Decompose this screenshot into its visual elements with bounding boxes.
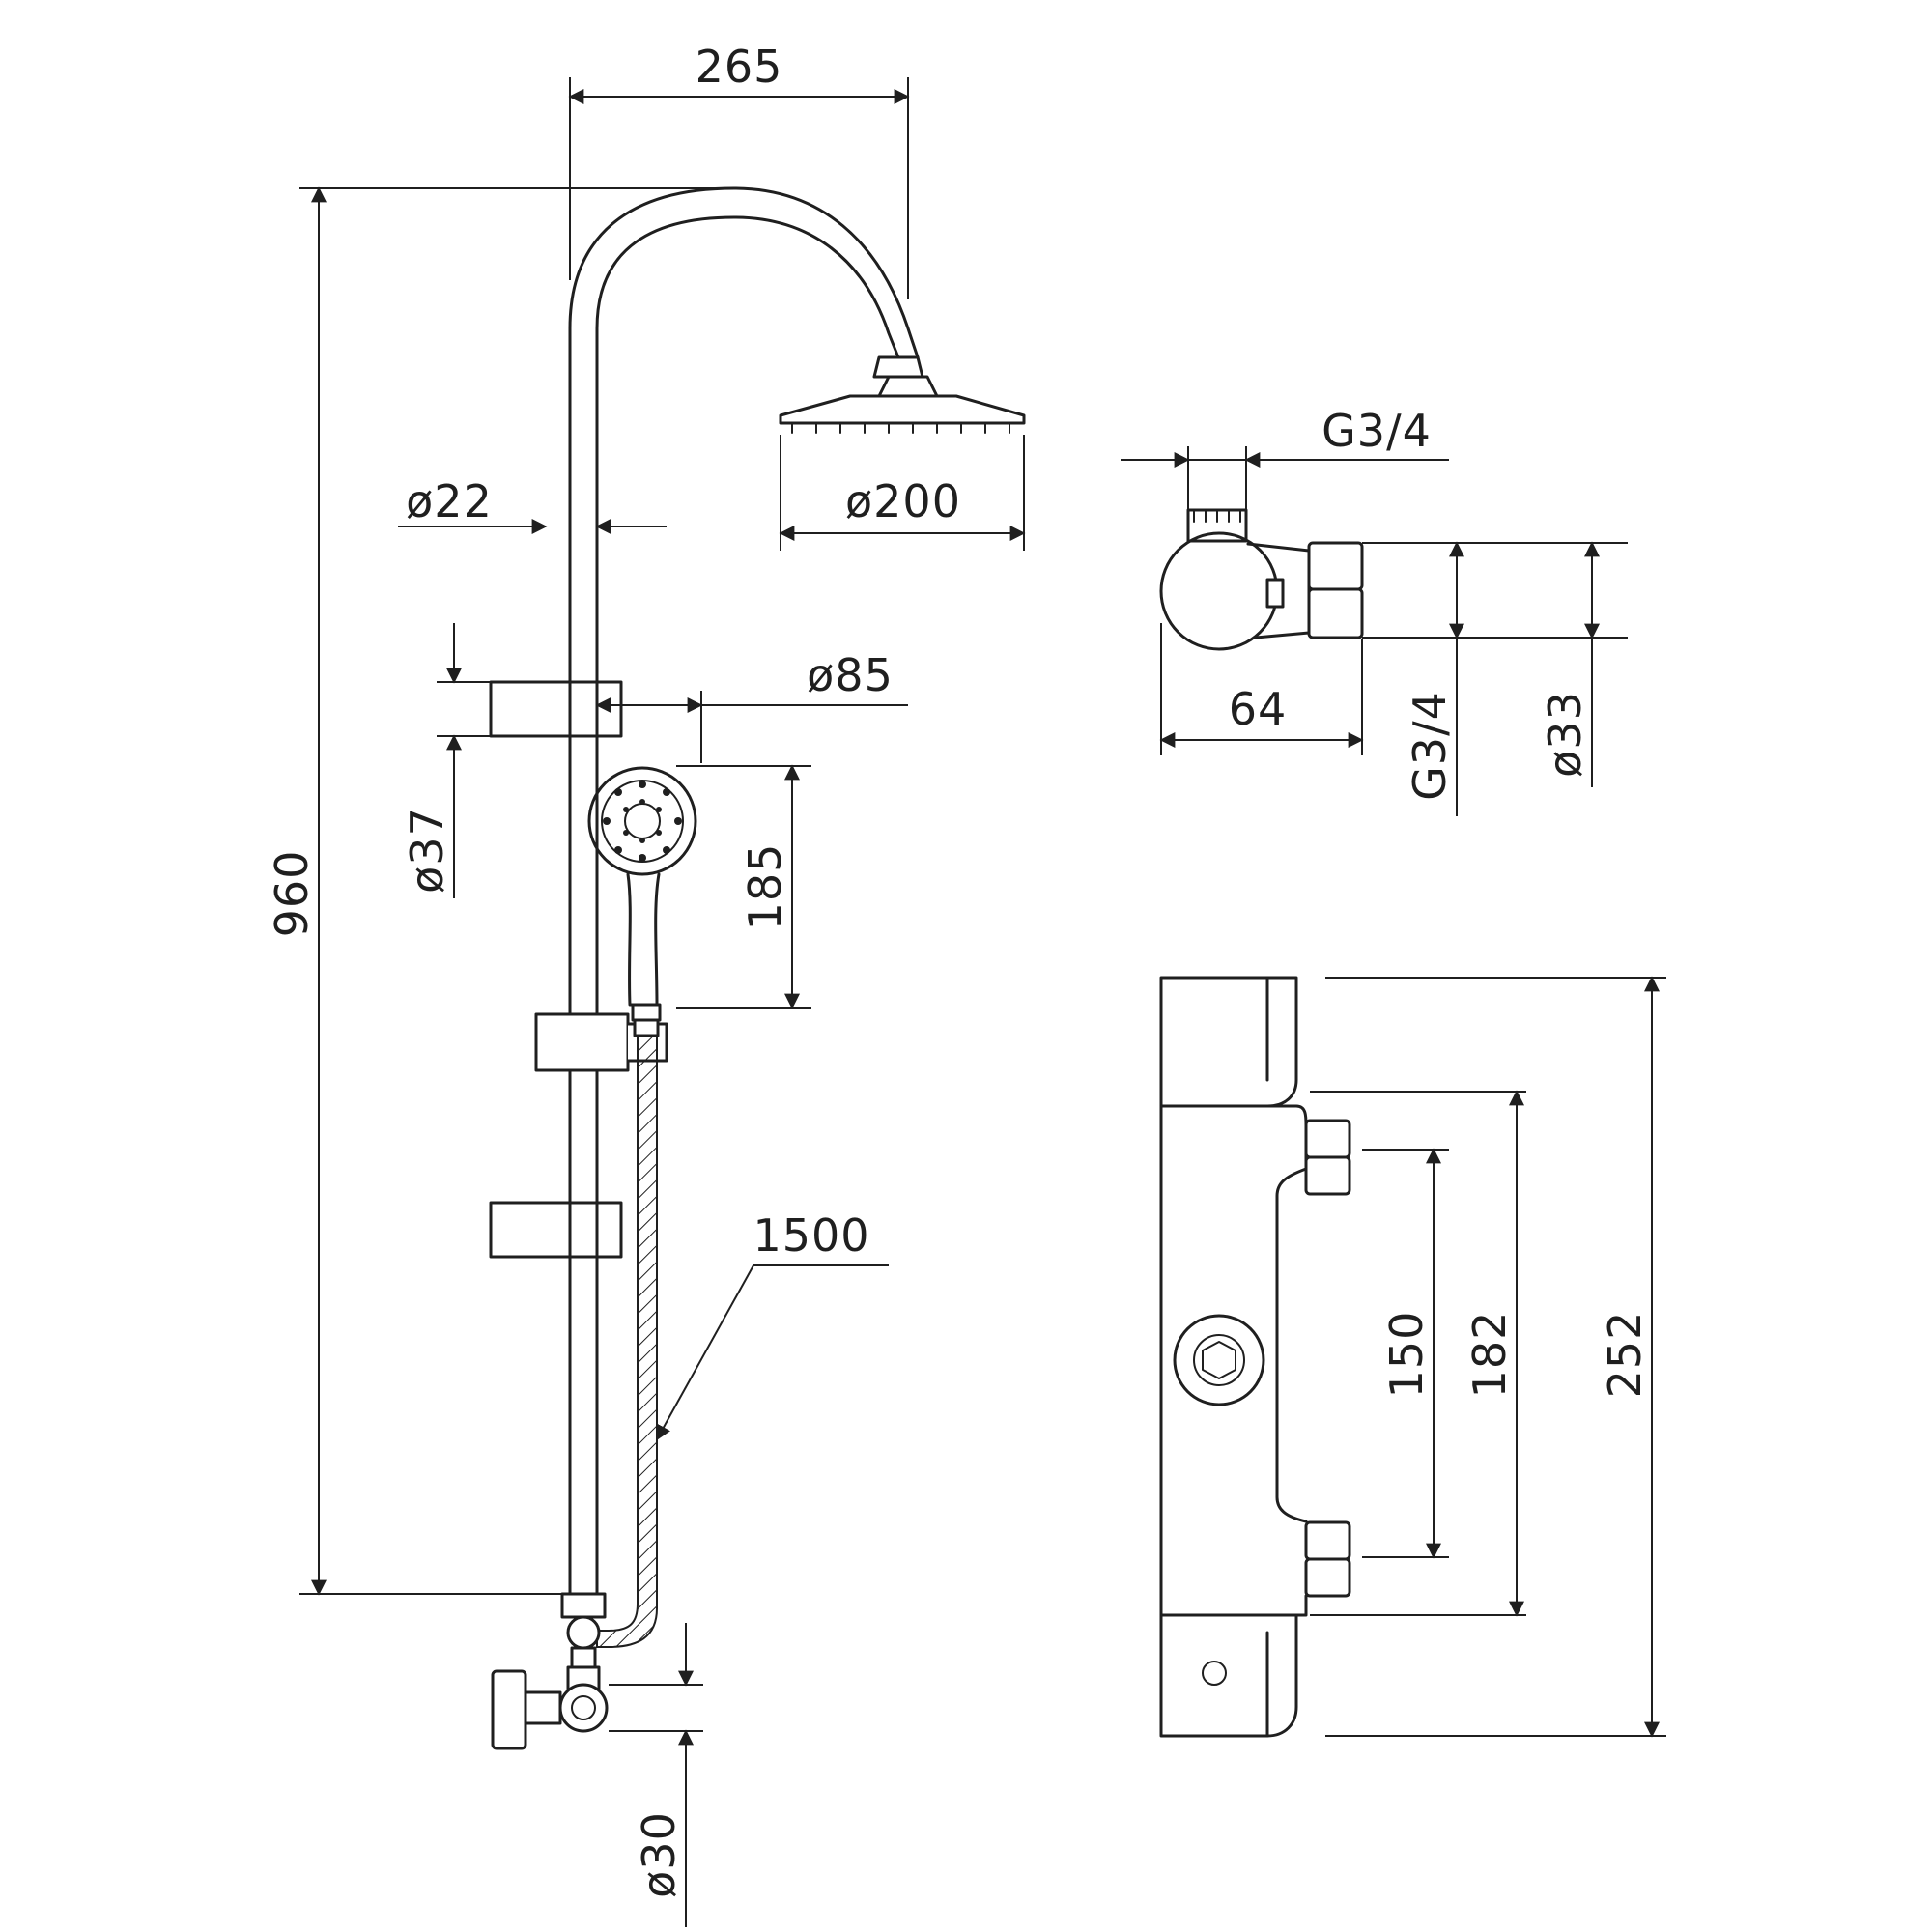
rain-shower-head bbox=[779, 394, 1026, 425]
side-nut-top bbox=[1307, 541, 1364, 591]
valve-side-view: G3/4 64 G3/4 ø33 bbox=[1121, 405, 1628, 816]
front-nut-bottom-1 bbox=[1304, 1520, 1351, 1561]
shower-hose bbox=[596, 1035, 658, 1648]
riser-pipe-inner bbox=[595, 215, 900, 1596]
top-thread bbox=[1186, 508, 1248, 543]
valve-body-circle bbox=[1159, 531, 1279, 651]
dim-182-label: 182 bbox=[1463, 1311, 1516, 1399]
bottom-nut bbox=[560, 1592, 607, 1619]
dim-phi85-label: ø85 bbox=[807, 649, 894, 701]
dim-phi200-label: ø200 bbox=[845, 475, 961, 527]
hand-shower-neck bbox=[631, 1003, 662, 1022]
hand-shower-head bbox=[587, 766, 697, 876]
side-nut-bottom bbox=[1307, 587, 1364, 639]
shower-arm-nut bbox=[872, 355, 924, 379]
dim-phi22-label: ø22 bbox=[406, 475, 493, 527]
hand-shower-handle bbox=[626, 872, 661, 1007]
front-nut-top-1 bbox=[1304, 1119, 1351, 1159]
dim-phi30-label: ø30 bbox=[633, 1811, 685, 1898]
dim-phi33-label: ø33 bbox=[1539, 691, 1591, 778]
valve-front-view: 150 182 252 bbox=[1159, 976, 1666, 1738]
valve-body-outline bbox=[1159, 976, 1298, 1108]
dim-side-g34-label: G3/4 bbox=[1404, 691, 1456, 801]
wall-bracket-top bbox=[489, 680, 623, 738]
wall-connector bbox=[558, 1683, 609, 1733]
hose-nut bbox=[633, 1018, 660, 1037]
dim-265-label: 265 bbox=[696, 41, 783, 93]
dim-phi37-label: ø37 bbox=[401, 807, 453, 894]
front-nut-bottom-2 bbox=[1304, 1557, 1351, 1598]
small-screw bbox=[1202, 1661, 1227, 1686]
front-nut-top-2 bbox=[1304, 1155, 1351, 1196]
dim-top-g34-label: G3/4 bbox=[1321, 405, 1432, 457]
dim-960-label: 960 bbox=[266, 850, 318, 938]
dim-252-label: 252 bbox=[1599, 1311, 1651, 1399]
wall-flange bbox=[491, 1669, 527, 1750]
dim-150-label: 150 bbox=[1380, 1311, 1433, 1399]
wall-bracket-bottom bbox=[489, 1201, 623, 1259]
dim-185-label: 185 bbox=[739, 843, 791, 931]
center-hex-socket bbox=[1173, 1314, 1265, 1406]
dim-64-label: 64 bbox=[1229, 683, 1288, 735]
bottom-elbow bbox=[566, 1615, 601, 1650]
shower-ball-joint bbox=[877, 375, 939, 398]
dim-1500-label: 1500 bbox=[753, 1209, 869, 1262]
rain-head-nozzles bbox=[791, 422, 1010, 434]
shower-column-view: 265 ø22 ø200 ø85 ø37 960 185 bbox=[266, 41, 1026, 1927]
hand-shower-nozzles bbox=[603, 781, 682, 862]
